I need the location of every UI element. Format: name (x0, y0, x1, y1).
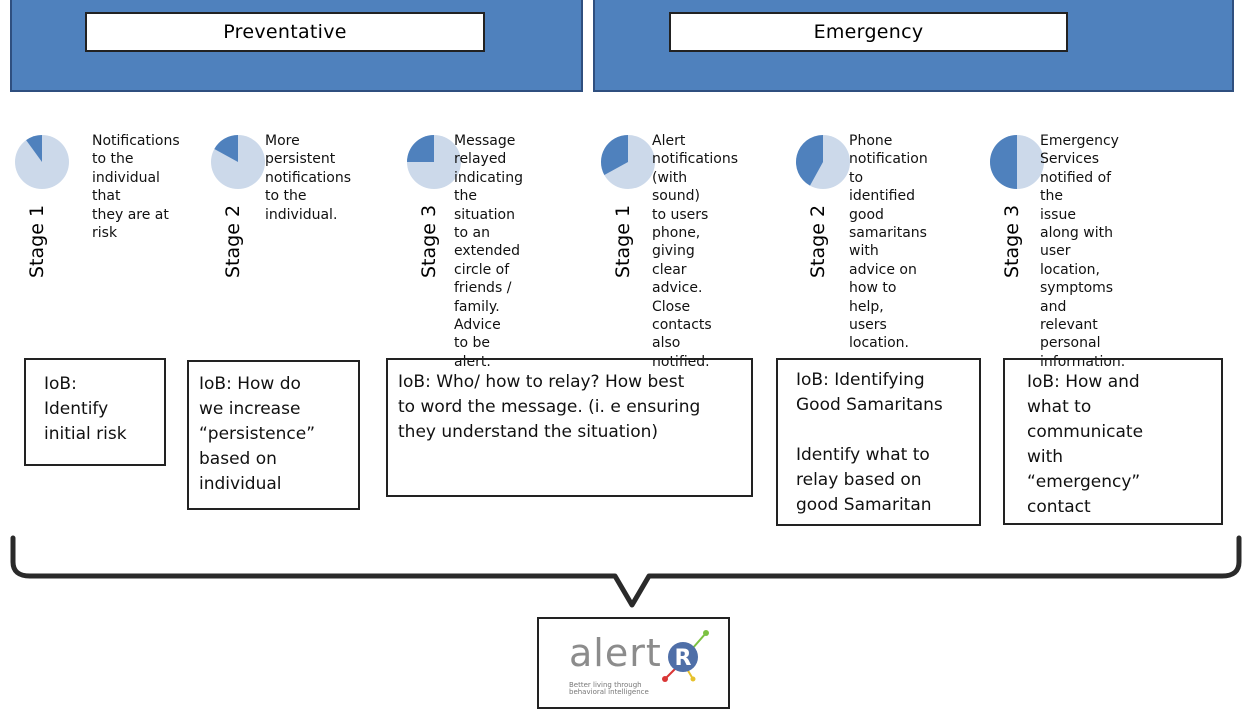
emergency-title: Emergency (669, 12, 1068, 52)
pie-filled-slice (796, 135, 823, 186)
stage-description: Phone notification to identified good sa… (849, 133, 928, 352)
pie-filled-slice (990, 135, 1017, 189)
stage-progress-pie (15, 135, 69, 189)
stage-description: Alert notifications (with sound) to user… (652, 133, 739, 370)
iob-box-identify-risk: IoB: Identify initial risk (24, 358, 166, 466)
stage-description: Message relayed indicating the situation… (454, 133, 523, 370)
iob-box-emergency-contact: IoB: How and what to communicate with “e… (1003, 358, 1223, 525)
logo-r-letter: R (675, 646, 692, 671)
iob-box-persistence: IoB: How do we increase “persistence” ba… (187, 360, 360, 510)
stage-progress-pie (407, 135, 461, 189)
iob-box-good-samaritans: IoB: Identifying Good Samaritans Identif… (776, 358, 981, 526)
pie-filled-slice (214, 135, 238, 162)
preventative-banner: Preventative (10, 0, 583, 92)
logo-tagline: Better living through behavioral intelli… (569, 681, 649, 696)
logo-wordmark: alert (569, 631, 662, 675)
stage-description: Notifications to the individual that the… (92, 133, 180, 242)
pie-filled-slice (407, 135, 434, 162)
preventative-title: Preventative (85, 12, 485, 52)
stage-progress-pie (601, 135, 655, 189)
logo-r-badge-icon: R (662, 630, 709, 682)
stage-description: More persistent notifications to the ind… (265, 133, 352, 223)
stage-progress-pie (990, 135, 1044, 189)
alertr-logo: alert R Better living through behavioral… (537, 617, 730, 709)
stage-description: Emergency Services notified of the issue… (1040, 133, 1126, 370)
pie-filled-slice (601, 135, 628, 176)
stage-progress-pie (796, 135, 850, 189)
pie-filled-slice (26, 135, 42, 162)
iob-box-relay: IoB: Who/ how to relay? How best to word… (386, 358, 753, 497)
emergency-banner: Emergency (593, 0, 1234, 92)
stage-progress-pie (211, 135, 265, 189)
